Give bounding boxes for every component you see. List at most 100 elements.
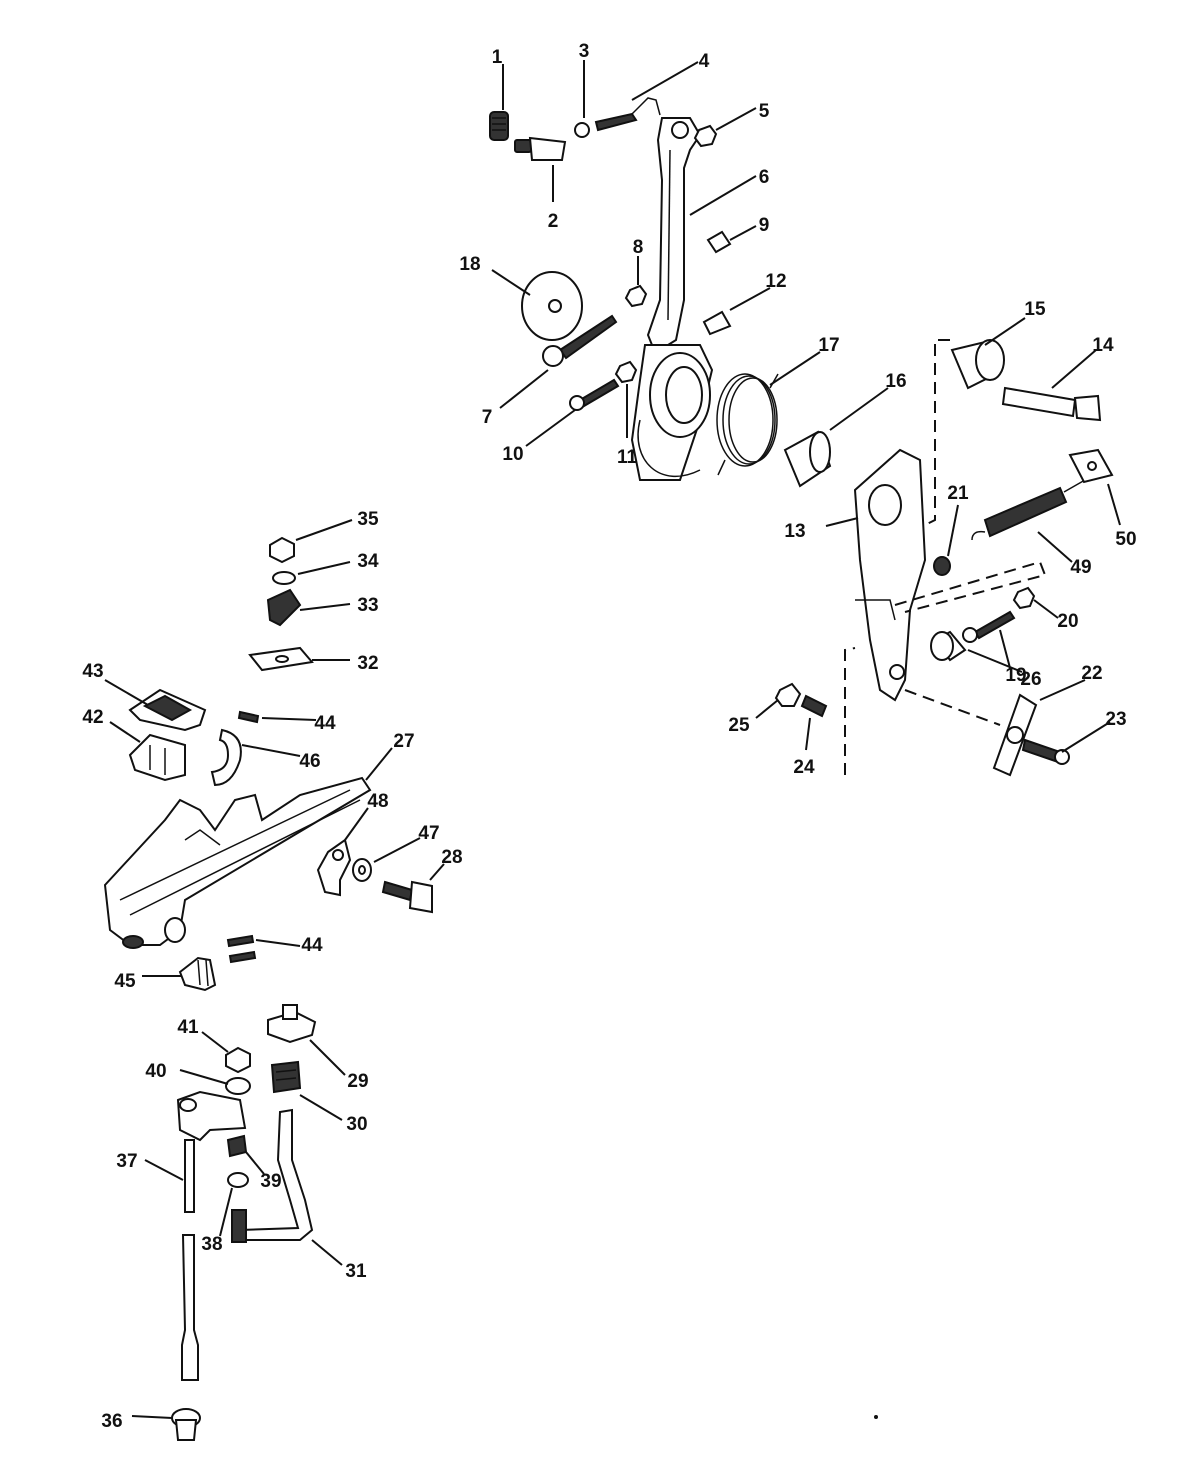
leader-line-10 — [525, 409, 576, 447]
leader-line-33 — [299, 603, 351, 611]
callout-label-12: 12 — [765, 271, 786, 292]
leader-line-50 — [1107, 483, 1121, 526]
part-housing-42 — [128, 733, 186, 782]
part-washer-3 — [574, 122, 590, 138]
callout-label-17: 17 — [818, 335, 839, 356]
part-bushing-12 — [702, 310, 732, 336]
leader-line-20 — [1033, 599, 1059, 619]
leader-line-36 — [131, 1415, 173, 1419]
part-lever-37 — [176, 1090, 247, 1213]
leader-line-25 — [755, 699, 779, 719]
leader-line-35 — [295, 519, 353, 541]
callout-label-33: 33 — [357, 595, 378, 616]
callout-label-19: 19 — [1005, 665, 1026, 686]
part-roller-26 — [930, 630, 967, 662]
callout-label-8: 8 — [633, 237, 644, 258]
part-clip-46 — [210, 728, 242, 787]
part-screw-7 — [542, 314, 618, 367]
part-nut-8 — [624, 284, 648, 308]
callout-label-47: 47 — [418, 823, 439, 844]
leader-line-38 — [219, 1187, 233, 1237]
callout-label-48: 48 — [367, 791, 388, 812]
part-spring-17 — [716, 373, 779, 476]
callout-label-46: 46 — [299, 751, 320, 772]
callout-label-40: 40 — [145, 1061, 166, 1082]
leader-line-14 — [1051, 349, 1097, 389]
callout-label-11: 11 — [617, 447, 638, 468]
leader-line-7 — [499, 369, 549, 409]
part-screw-19 — [962, 610, 1016, 643]
leader-line-4 — [631, 61, 699, 101]
callout-label-31: 31 — [345, 1261, 367, 1282]
callout-label-20: 20 — [1057, 611, 1078, 632]
stray-mark — [874, 1415, 878, 1419]
part-washer-47 — [352, 858, 372, 882]
leader-line-26 — [967, 649, 1023, 673]
leader-line-39 — [245, 1151, 265, 1175]
callout-label-38: 38 — [201, 1234, 222, 1255]
callout-label-45: 45 — [114, 971, 136, 992]
callout-label-28: 28 — [441, 847, 462, 868]
part-spring-30 — [270, 1060, 302, 1094]
leader-line-43 — [104, 679, 149, 706]
leader-line-28 — [429, 863, 445, 881]
callout-label-43: 43 — [82, 661, 103, 682]
part-spring-49 — [971, 479, 1086, 541]
part-screw-38-shaft — [231, 1209, 247, 1243]
callout-label-30: 30 — [346, 1114, 367, 1135]
leader-line-41 — [201, 1031, 229, 1053]
leader-line-37 — [144, 1159, 184, 1181]
leader-line-17 — [769, 351, 821, 386]
callout-label-35: 35 — [357, 509, 379, 530]
callout-label-3: 3 — [579, 41, 590, 62]
part-rod-lower — [181, 1234, 199, 1381]
part-nut-41 — [225, 1046, 251, 1074]
callout-label-9: 9 — [759, 215, 770, 236]
part-bushing-15 — [950, 339, 1005, 390]
callout-label-26: 26 — [1020, 669, 1041, 690]
callout-label-44b: 44 — [301, 935, 323, 956]
alignment-line-left — [844, 647, 856, 775]
leader-line-40 — [179, 1069, 229, 1085]
part-washer-18 — [521, 271, 583, 341]
leader-line-47 — [373, 837, 421, 863]
part-rod-31 — [239, 1108, 314, 1241]
callout-label-34: 34 — [357, 551, 379, 572]
leader-line-48 — [344, 807, 369, 841]
part-link-48 — [316, 838, 352, 897]
leader-line-9 — [729, 225, 757, 241]
leader-line-5 — [715, 107, 757, 131]
callout-label-32: 32 — [357, 653, 378, 674]
callout-label-42: 42 — [82, 707, 103, 728]
part-nut-25 — [774, 682, 802, 707]
part-grommet-36 — [171, 1408, 201, 1441]
callout-label-24: 24 — [793, 757, 815, 778]
callout-label-13: 13 — [784, 521, 805, 542]
alignment-line-upper — [924, 339, 950, 526]
part-pins-44-lower — [226, 934, 257, 964]
leader-line-31 — [311, 1239, 343, 1266]
part-lever-13 — [853, 448, 927, 702]
part-screw-23 — [1021, 738, 1070, 765]
alignment-line-right — [904, 689, 1001, 726]
callout-label-7: 7 — [482, 407, 493, 428]
part-washer-40 — [225, 1077, 251, 1095]
leader-line-44b — [255, 939, 301, 947]
leader-line-23 — [1061, 721, 1111, 753]
part-pin-44-upper — [237, 710, 260, 724]
leader-line-24 — [805, 717, 811, 751]
leader-line-46 — [241, 744, 301, 757]
part-hub-bracket — [630, 344, 714, 481]
part-nut-5 — [693, 124, 718, 148]
part-link-2 — [514, 136, 567, 161]
callout-label-14: 14 — [1092, 335, 1114, 356]
part-spacer-9 — [706, 230, 732, 254]
part-cover-43 — [128, 688, 207, 732]
part-spring-1 — [489, 111, 509, 141]
callout-label-25: 25 — [728, 715, 750, 736]
leader-line-12 — [729, 287, 771, 311]
callout-label-15: 15 — [1024, 299, 1046, 320]
leader-line-6 — [689, 175, 757, 216]
callout-label-39: 39 — [260, 1171, 281, 1192]
part-bracket-27 — [103, 776, 372, 949]
